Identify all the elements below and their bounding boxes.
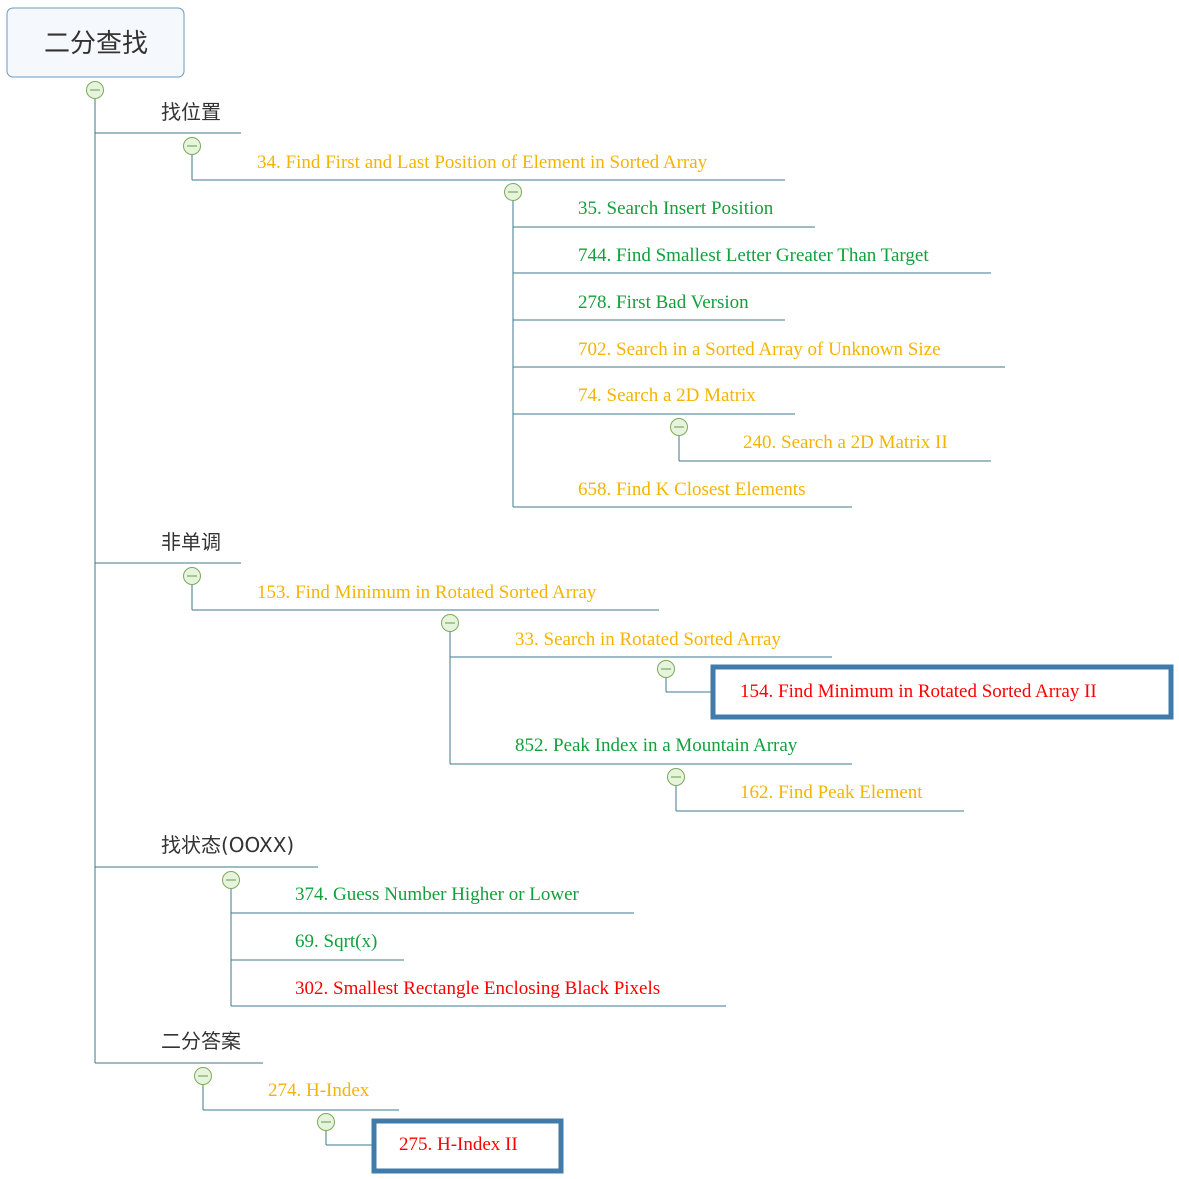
root-label: 二分查找 [44,29,148,59]
collapse-icon[interactable] [222,871,240,889]
problem-278[interactable]: 278. First Bad Version [578,292,749,313]
collapse-icon[interactable] [86,81,104,99]
problem-162[interactable]: 162. Find Peak Element [740,782,923,803]
category-find-position[interactable]: 找位置 [161,100,221,124]
problem-33[interactable]: 33. Search in Rotated Sorted Array [515,629,781,650]
problem-658[interactable]: 658. Find K Closest Elements [578,479,805,500]
collapse-icon[interactable] [441,614,459,632]
collapse-icon[interactable] [657,660,675,678]
problem-275: 275. H-Index II [399,1134,518,1155]
root-node[interactable]: 二分查找 [6,7,185,78]
problem-744[interactable]: 744. Find Smallest Letter Greater Than T… [578,245,929,266]
collapse-icon[interactable] [194,1067,212,1085]
problem-154: 154. Find Minimum in Rotated Sorted Arra… [740,681,1097,702]
collapse-icon[interactable] [504,183,522,201]
problem-153[interactable]: 153. Find Minimum in Rotated Sorted Arra… [257,582,597,603]
category-non-monotonic[interactable]: 非单调 [161,530,221,554]
connector-lines [94,98,1005,1146]
collapse-icon[interactable] [183,567,201,585]
problem-35[interactable]: 35. Search Insert Position [578,198,774,219]
problem-374[interactable]: 374. Guess Number Higher or Lower [295,884,580,905]
problem-74[interactable]: 74. Search a 2D Matrix [578,385,756,406]
collapse-icon[interactable] [317,1113,335,1131]
highlight-box-154[interactable]: 154. Find Minimum in Rotated Sorted Arra… [710,664,1174,720]
highlight-box-275[interactable]: 275. H-Index II [371,1118,564,1174]
problem-702[interactable]: 702. Search in a Sorted Array of Unknown… [578,339,941,360]
problem-274[interactable]: 274. H-Index [268,1080,370,1101]
problem-302[interactable]: 302. Smallest Rectangle Enclosing Black … [295,978,660,999]
problem-34[interactable]: 34. Find First and Last Position of Elem… [257,152,708,173]
collapse-toggles [86,81,688,1131]
category-find-state[interactable]: 找状态(OOXX) [161,833,294,857]
collapse-icon[interactable] [670,418,688,436]
collapse-icon[interactable] [667,768,685,786]
problem-852[interactable]: 852. Peak Index in a Mountain Array [515,735,798,756]
collapse-icon[interactable] [183,137,201,155]
category-binary-answer[interactable]: 二分答案 [161,1029,241,1053]
problem-240[interactable]: 240. Search a 2D Matrix II [743,432,948,453]
problem-69[interactable]: 69. Sqrt(x) [295,931,377,952]
